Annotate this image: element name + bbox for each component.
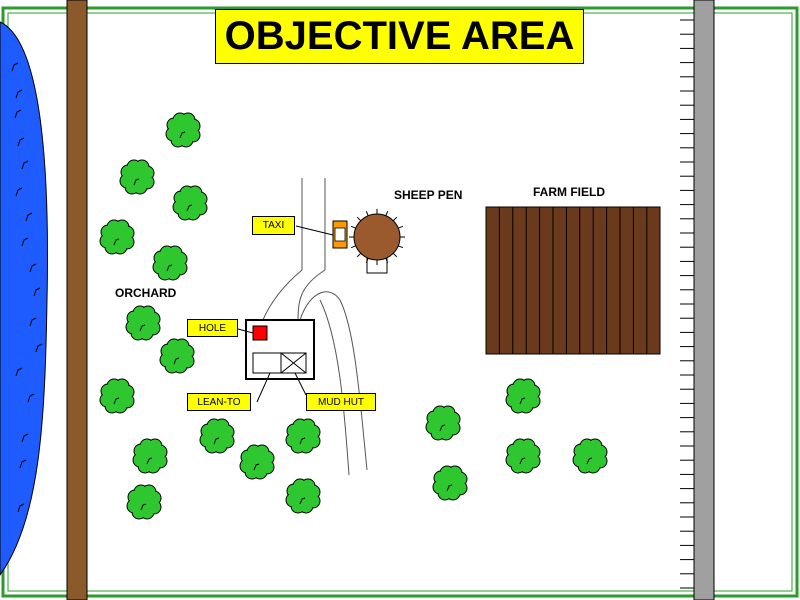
tree [99,378,135,414]
river-flow-mark [21,160,29,170]
farm-field-plot [485,206,661,355]
tree [152,245,188,281]
trail-right-edge [299,291,368,471]
farm-field-rows [498,207,648,354]
river-flow-mark [17,137,25,147]
tree [132,438,168,474]
farm-field [485,206,661,355]
river-flow-mark [27,393,35,403]
wall-ticks [680,19,694,589]
lean-to-callout: LEAN-TO [187,393,251,411]
tree [99,219,135,255]
river-flow-mark [15,187,23,197]
taxi-leader-line [295,225,334,236]
river-flow-mark [11,62,19,72]
hole-marker [252,325,268,341]
trail-inner-edge [297,178,326,323]
farm-field-label: FARM FIELD [533,185,605,199]
sheep-pen-enclosure [353,213,401,261]
tree [432,465,468,501]
map-inner-border [7,12,793,592]
wall [693,0,715,600]
compound [245,319,315,380]
tree [199,418,235,454]
sheep-pen-label: SHEEP PEN [394,188,463,202]
river-flow-mark [15,89,23,99]
river-flow-mark [21,237,29,247]
sheep-pen [349,209,405,274]
tree [119,159,155,195]
taxi-roof [334,227,346,242]
mud-hut-leader-line [294,372,307,396]
river-flow-mark [17,503,25,513]
map-title: OBJECTIVE AREA [215,9,584,64]
tree [285,418,321,454]
tree [159,338,195,374]
taxi-callout: TAXI [252,216,295,235]
mud-hut-callout: MUD HUT [306,393,376,411]
river-flow-mark [35,343,43,353]
tree [572,438,608,474]
river-flow-mark [21,433,29,443]
orchard-label: ORCHARD [115,286,177,300]
river [0,21,48,576]
trail-left-edge [261,178,303,323]
tree [165,112,201,148]
river-flow-mark [29,263,37,273]
map-border [1,6,799,598]
tree [239,444,275,480]
tree [285,478,321,514]
river-flow-mark [29,317,37,327]
tree [505,438,541,474]
river-flow-mark [14,109,22,119]
trail-right-inner-edge [319,299,350,476]
hole-callout: HOLE [187,319,238,337]
taxi-vehicle [332,220,348,249]
river-flow-mark [25,212,33,222]
river-flow-mark [33,287,41,297]
mud-hut-roof-line [280,352,307,374]
lean-to-structure [252,352,282,374]
trees [99,112,608,520]
river-flow-marks [11,62,43,513]
road [66,0,88,600]
hole-leader-line [237,328,254,334]
tree [505,378,541,414]
river-flow-mark [15,367,23,377]
tree [126,484,162,520]
tree [125,305,161,341]
tree [172,185,208,221]
tree [425,405,461,441]
river-flow-mark [19,459,27,469]
lean-to-leader-line [256,372,271,403]
